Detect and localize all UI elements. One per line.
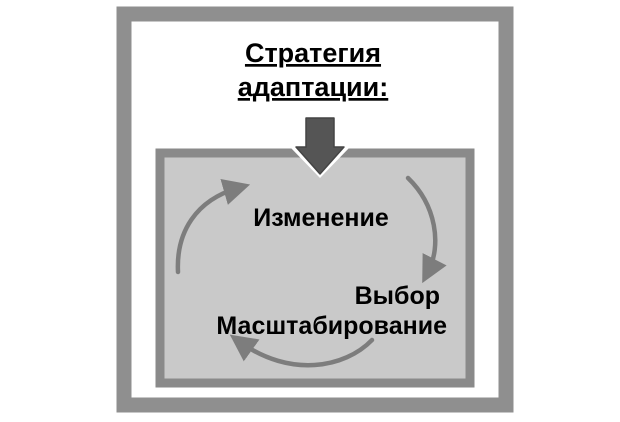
cycle-arrow-bottom — [229, 334, 375, 368]
outer-frame — [116, 6, 514, 413]
cycle-step-selection: Выбор — [355, 282, 440, 310]
inner-panel — [155, 148, 475, 388]
title-line-1: Стратегия — [245, 38, 381, 68]
cycle-arrow-top-left — [175, 178, 251, 275]
title-line-2: адаптации: — [238, 72, 389, 102]
circular-arrows-icon — [175, 175, 447, 368]
cycle-step-scaling: Масштабирование — [216, 312, 447, 340]
cycle-step-change: Изменение — [253, 204, 389, 232]
cycle-arrow-right — [405, 175, 447, 284]
arrow-down-icon — [295, 117, 345, 175]
